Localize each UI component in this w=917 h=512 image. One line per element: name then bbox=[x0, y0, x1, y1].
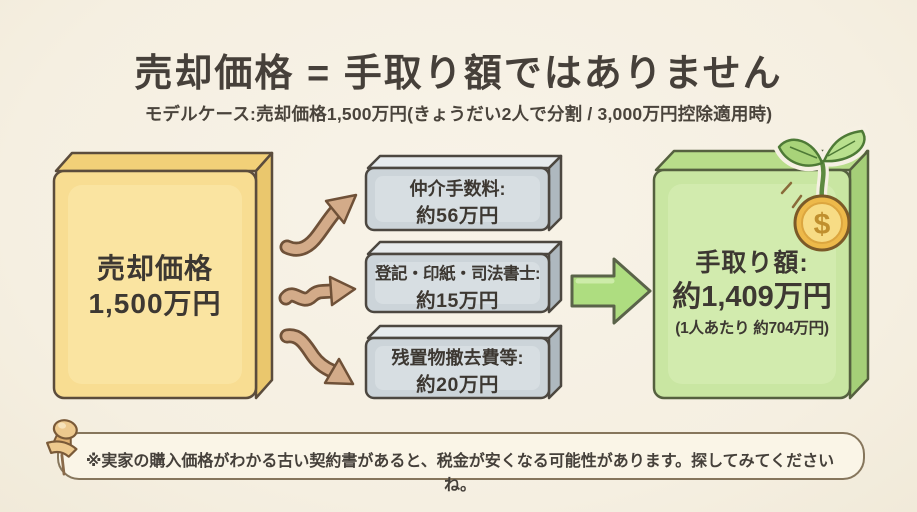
curved-arrow-icon-top bbox=[279, 193, 358, 257]
result-per-person: (1人あたり 約704万円) bbox=[675, 320, 829, 337]
block-arrow-icon bbox=[570, 257, 652, 325]
sale-price-block bbox=[52, 151, 274, 400]
result-amount: 約1,409万円 bbox=[672, 281, 832, 313]
sale-price-label: 売却価格 bbox=[96, 253, 213, 284]
result-block bbox=[652, 149, 870, 400]
result-block-text: 手取り額: 約1,409万円 (1人あたり 約704万円) bbox=[654, 247, 850, 342]
sale-price-amount: 1,500万円 bbox=[88, 288, 222, 319]
cost-block-1-text: 仲介手数料: 約56万円 bbox=[366, 176, 549, 230]
note-text: ※実家の購入価格がわかる古い契約書があると、税金が安くなる可能性があります。探し… bbox=[85, 453, 835, 494]
dollar-sign: $ bbox=[814, 208, 831, 241]
note-box bbox=[57, 432, 865, 480]
cost-2-amount: 約15万円 bbox=[416, 290, 499, 312]
cost-1-amount: 約56万円 bbox=[416, 205, 499, 227]
result-label: 手取り額: bbox=[695, 249, 809, 277]
cost-block-1 bbox=[364, 154, 563, 232]
curved-arrow-icon-middle bbox=[278, 275, 357, 307]
coin-sprout-icon: $ bbox=[773, 125, 870, 252]
sale-price-block-text: 売却価格 1,500万円 bbox=[54, 251, 256, 321]
cost-2-label: 登記・印紙・司法書士: bbox=[375, 265, 541, 283]
curved-arrow-icon-bottom bbox=[279, 328, 355, 386]
pushpin-icon bbox=[46, 419, 78, 476]
page-title: 売却価格 = 手取り額ではありません bbox=[134, 53, 783, 95]
cost-1-label: 仲介手数料: bbox=[409, 179, 506, 199]
cost-block-2 bbox=[364, 240, 563, 314]
cost-3-label: 残置物撤去費等: bbox=[391, 348, 524, 368]
cost-3-amount: 約20万円 bbox=[416, 374, 499, 396]
cost-block-3-text: 残置物撤去費等: 約20万円 bbox=[366, 345, 549, 399]
model-case-subtitle: モデルケース:売却価格1,500万円(きょうだい2人で分割 / 3,000万円控… bbox=[144, 104, 773, 124]
cost-block-3 bbox=[364, 324, 563, 400]
cost-block-2-text: 登記・印紙・司法書士: 約15万円 bbox=[366, 261, 549, 315]
